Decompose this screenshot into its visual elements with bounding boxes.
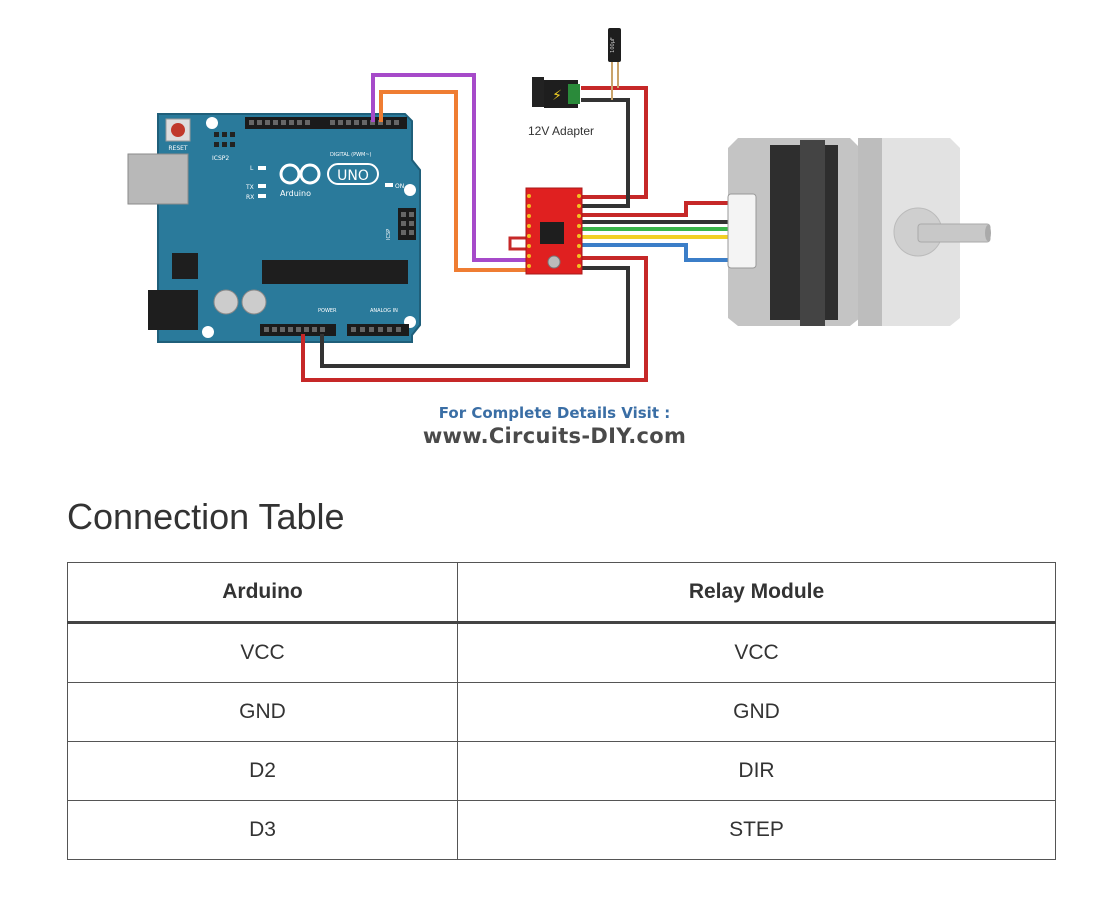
icsp2-label: ICSP2 bbox=[212, 155, 229, 162]
electrolytic-capacitor: 100µF bbox=[608, 28, 621, 100]
wire-black-gnd bbox=[320, 266, 630, 368]
status-leds: L TX RX ON bbox=[245, 165, 404, 201]
table-row: D2 DIR bbox=[67, 741, 1056, 801]
led-tx-label: TX bbox=[245, 184, 254, 191]
column-header-arduino: Arduino bbox=[67, 562, 458, 623]
table-header-row: Arduino Relay Module bbox=[67, 562, 1056, 623]
wire-blue-motor bbox=[582, 243, 736, 262]
wire-black-gnd-adapter bbox=[581, 98, 630, 208]
capacitor-label: 100µF bbox=[610, 37, 616, 53]
usb-connector bbox=[127, 153, 189, 205]
connection-table: Arduino Relay Module VCC VCC GND GND D2 … bbox=[67, 562, 1056, 860]
mounting-hole bbox=[202, 326, 214, 338]
table-cell: D3 bbox=[67, 800, 458, 860]
table-row: VCC VCC bbox=[67, 622, 1056, 683]
atmega-chip bbox=[262, 260, 408, 284]
capacitor bbox=[213, 289, 239, 315]
table-row: D3 STEP bbox=[67, 800, 1056, 860]
section-title: Connection Table bbox=[67, 496, 345, 537]
arduino-uno-board: RESET ICSP2 DIGITAL (PWM~) UNO Arduino bbox=[127, 113, 421, 343]
power-jack: ⚡ bbox=[532, 77, 580, 108]
table-cell: D2 bbox=[67, 741, 458, 801]
icsp-label: ICSP bbox=[386, 229, 392, 240]
column-header-module: Relay Module bbox=[457, 562, 1056, 623]
analog-label: ANALOG IN bbox=[370, 308, 398, 314]
dc-barrel-jack bbox=[148, 290, 198, 330]
arduino-logo: UNO Arduino bbox=[279, 163, 379, 198]
table-cell: GND bbox=[67, 682, 458, 742]
icsp2-header bbox=[214, 132, 235, 147]
digital-label: DIGITAL (PWM~) bbox=[330, 152, 372, 158]
uno-logo-text: UNO bbox=[337, 168, 369, 184]
adapter-label: 12V Adapter bbox=[528, 124, 594, 138]
table-cell: DIR bbox=[457, 741, 1056, 801]
voltage-regulator bbox=[172, 253, 198, 279]
stepper-driver-board bbox=[525, 187, 583, 275]
credit-website: www.Circuits-DIY.com bbox=[422, 424, 687, 448]
power-label: POWER bbox=[318, 308, 337, 314]
arduino-brand-text: Arduino bbox=[280, 189, 311, 198]
wire-orange-d3-step bbox=[379, 90, 530, 272]
stepper-motor bbox=[727, 138, 991, 326]
wire-red-jumper bbox=[508, 236, 527, 251]
table-cell: VCC bbox=[457, 622, 1056, 683]
credit-line1: For Complete Details Visit : bbox=[438, 404, 671, 422]
icsp-header bbox=[398, 208, 416, 240]
wire-red-motor bbox=[582, 201, 736, 217]
wire-red-5v bbox=[301, 256, 648, 382]
led-l-label: L bbox=[250, 165, 254, 172]
bolt-icon: ⚡ bbox=[552, 88, 562, 104]
table-cell: STEP bbox=[457, 800, 1056, 860]
mounting-hole bbox=[404, 184, 416, 196]
wires bbox=[301, 73, 736, 382]
capacitor bbox=[241, 289, 267, 315]
wire-purple-d2-dir bbox=[371, 73, 530, 262]
table-cell: VCC bbox=[67, 622, 458, 683]
led-rx-label: RX bbox=[246, 194, 254, 201]
table-cell: GND bbox=[457, 682, 1056, 742]
reset-label: RESET bbox=[168, 145, 188, 152]
mounting-hole bbox=[206, 117, 218, 129]
wiring-diagram: RESET ICSP2 DIGITAL (PWM~) UNO Arduino bbox=[127, 28, 991, 382]
led-on-label: ON bbox=[395, 183, 404, 190]
motor-connector bbox=[727, 193, 757, 269]
wire-red-12v bbox=[581, 86, 648, 199]
table-row: GND GND bbox=[67, 682, 1056, 742]
